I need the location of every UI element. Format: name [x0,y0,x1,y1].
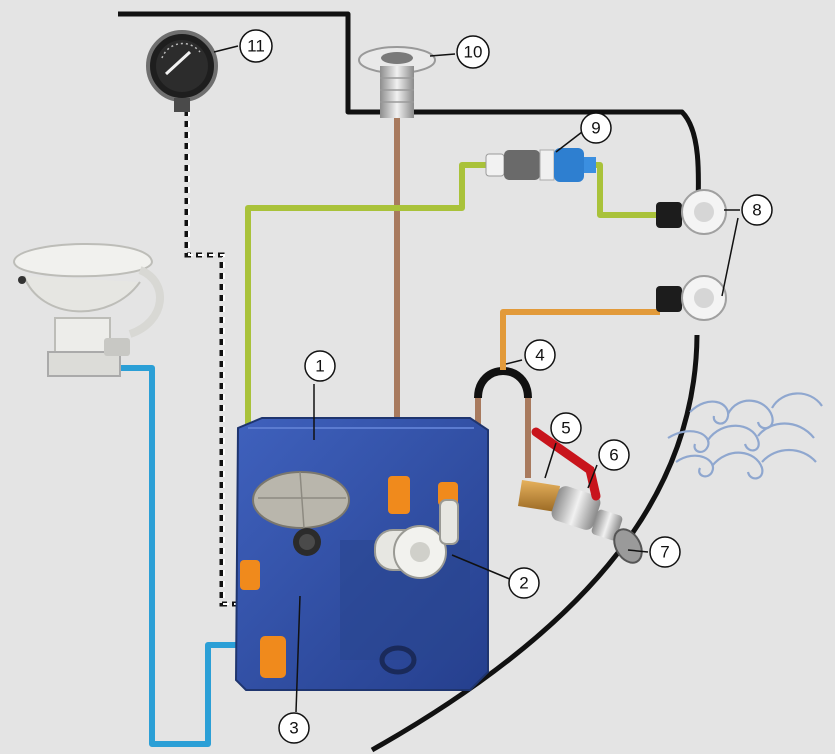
svg-text:11: 11 [247,37,265,56]
callout-9: 9 [581,113,611,143]
callout-5: 5 [551,413,581,443]
svg-text:4: 4 [535,346,544,365]
vent-fitting [240,560,260,590]
holding-tank [236,418,488,690]
tank-level-sender [293,528,321,556]
callout-1: 1 [305,351,335,381]
svg-text:9: 9 [591,119,600,138]
vented-loop [478,371,528,398]
callout-11: 11 [240,30,272,62]
deck-inlet-fitting [388,476,410,514]
callout-2: 2 [509,568,539,598]
vent-filter-icon [486,148,596,182]
svg-text:6: 6 [609,446,618,465]
callout-7: 7 [650,537,680,567]
svg-text:5: 5 [561,419,570,438]
callout-6: 6 [599,440,629,470]
callout-8: 8 [742,195,772,225]
svg-text:3: 3 [289,719,298,738]
tank-level-gauge-icon [148,32,216,112]
svg-text:8: 8 [752,201,761,220]
toilet-icon [14,244,160,376]
svg-text:10: 10 [464,43,483,62]
deck-pump-out-fitting-icon [359,47,435,118]
svg-text:2: 2 [519,574,528,593]
vent-hose-outlet [592,165,660,215]
svg-text:1: 1 [315,357,324,376]
callout-10: 10 [457,36,489,68]
callout-4: 4 [525,340,555,370]
callout-3: 3 [279,713,309,743]
svg-text:7: 7 [660,543,669,562]
toilet-inlet-fitting [260,636,286,678]
through-hull-fitting-icon [656,190,726,320]
